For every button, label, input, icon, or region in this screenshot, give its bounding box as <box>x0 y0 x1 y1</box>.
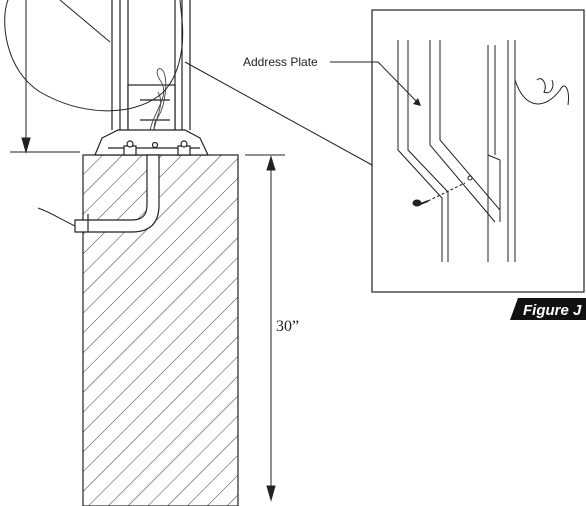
base-flange <box>94 129 209 156</box>
left-dimension <box>10 0 80 154</box>
post-column <box>111 0 191 136</box>
conduit-elbow <box>74 154 160 233</box>
wire-lead <box>37 207 76 227</box>
detail-circle <box>4 0 184 112</box>
leader-line <box>184 61 373 166</box>
depth-dimension <box>245 154 285 502</box>
figure-tag <box>510 298 586 320</box>
figure-tag-label: Figure J <box>523 302 582 319</box>
address-plate-label: Address Plate <box>243 55 318 69</box>
detail-inset <box>330 9 585 293</box>
concrete-footing <box>82 154 239 506</box>
detail-circle-stroke <box>59 0 111 43</box>
depth-dimension-label: 30” <box>276 318 299 335</box>
